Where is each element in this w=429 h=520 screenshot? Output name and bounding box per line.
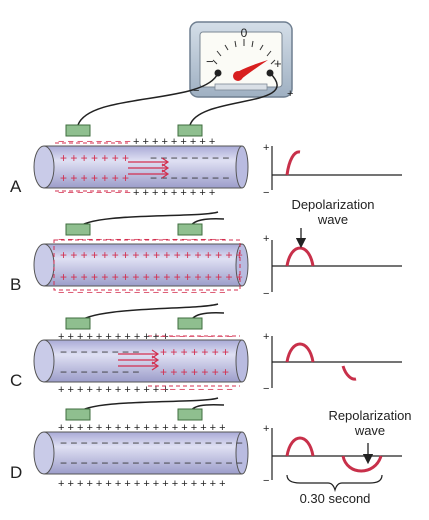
meter-scale — [212, 39, 276, 65]
trace-wave-repolarization — [341, 455, 383, 473]
depolarized-region-outline — [53, 239, 241, 291]
depolarization-label-line1: Depolarization — [291, 197, 375, 212]
fiber-body — [43, 339, 243, 383]
current-flow-arrows — [128, 157, 170, 179]
row-label-d: D — [10, 463, 23, 482]
lead-wire-b — [77, 211, 219, 229]
row-label-c: C — [10, 371, 23, 390]
inner-charge-bottom-positive: + + + + + + + — [60, 171, 129, 185]
inner-charge-top-negative: − − − − − − − − − − − − − − − − − − — [60, 436, 243, 450]
fiber-right-end — [235, 431, 249, 475]
trace-wave-depolarization — [285, 342, 315, 363]
meter-body-plus: + — [287, 88, 293, 100]
trace-wave-repolarization — [341, 365, 357, 381]
galvanometer: 0 − + − + — [189, 21, 293, 100]
inner-charge-bottom-negative: − − − − − − − − − − − − − − − − − − — [60, 456, 243, 470]
electrode-left — [65, 124, 91, 137]
outer-charge-bottom-negative: − − − − − − − − — [160, 384, 233, 396]
fiber-body — [43, 243, 243, 287]
duration-label: 0.30 second — [299, 491, 371, 506]
repolarization-label-line2: wave — [354, 423, 386, 438]
inner-charge-top-positive: + + + + + + + — [160, 345, 229, 359]
depolarized-region-outline — [55, 142, 128, 192]
outer-charge-top-negative: − − − − − − − − − − − − − − − − − − — [58, 234, 226, 246]
inner-charge-bottom-negative: − − − − − − − − — [60, 365, 139, 379]
duration-brace — [286, 474, 383, 493]
row-c: + + + + + + + + + + + + − − − − − − − − … — [33, 303, 402, 396]
meter-base-strip — [214, 83, 268, 91]
row-b: − − − − − − − − − − − − − − − − − − + + … — [33, 211, 402, 300]
electrode-left — [65, 223, 91, 236]
electrode-left — [65, 317, 91, 330]
fiber-left-end — [33, 243, 55, 287]
meter-plus-label: + — [274, 56, 282, 71]
repolarization-label-line1: Repolarization — [328, 408, 412, 423]
lead-wire-positive — [189, 72, 278, 126]
inner-charge-top-positive: + + + + + + + + + + + + + + + + + + — [60, 248, 243, 262]
fiber-right-end — [235, 243, 249, 287]
outer-charge-bottom: + + + + + + + + + + + + — [58, 384, 169, 396]
outer-charge-bottom: + + + + + + + + + — [133, 187, 215, 199]
trace-wave — [285, 246, 315, 267]
repolarization-wave-label: Repolarization wave — [318, 408, 422, 438]
depolarized-region-outline — [148, 335, 240, 387]
trace-plus: + — [263, 142, 269, 154]
row-label-a: A — [10, 177, 22, 196]
meter-pivot — [233, 71, 243, 81]
meter-minus-label: − — [206, 54, 214, 69]
outer-charge-top-negative: − − − − − − − − — [160, 331, 233, 343]
fiber-left-end — [33, 339, 55, 383]
inner-charge-top-negative: − − − − − − − − — [150, 151, 229, 165]
trace-plus: + — [263, 423, 269, 435]
outer-charge-bottom: + + + + + + + + + + + + + + + + + + — [58, 478, 226, 490]
outer-charge-top: + + + + + + + + + — [133, 136, 215, 148]
inner-charge-bottom-positive: + + + + + + + — [160, 365, 229, 379]
trace-wave — [285, 150, 301, 176]
fiber-right-end — [235, 339, 249, 383]
trace-minus: − — [263, 288, 269, 300]
trace-minus: − — [263, 187, 269, 199]
electrode-right — [177, 223, 203, 236]
electrode-right — [177, 317, 203, 330]
fiber-body — [43, 431, 243, 475]
lead-wire-negative — [77, 72, 219, 126]
outer-charge-top: + + + + + + + + + + + + + + + + + + — [58, 422, 226, 434]
row-d: + + + + + + + + + + + + + + + + + + − − … — [33, 397, 402, 493]
trace-plus: + — [263, 233, 269, 245]
fiber-left-end — [33, 431, 55, 475]
inner-charge-top-negative: − − − − − − − − — [60, 345, 139, 359]
inner-charge-top-positive: + + + + + + + — [60, 151, 129, 165]
outer-charge-bottom-negative: − − − − − − − − − − − − − − − − − − — [58, 287, 226, 299]
fiber-left-end — [33, 145, 55, 189]
fiber-right-end — [235, 145, 249, 189]
electrode-right — [177, 408, 203, 421]
trace-minus: − — [263, 475, 269, 487]
depolarization-wave-label: Depolarization wave — [286, 197, 380, 227]
trace-wave-depolarization — [285, 436, 315, 457]
meter-body-minus: − — [193, 85, 199, 97]
depolarization-label-line2: wave — [317, 212, 349, 227]
outer-charge-top: + + + + + + + + + + + + — [58, 331, 169, 343]
meter-zero-label: 0 — [241, 26, 248, 40]
row-a: − − − − − − − − + + + + + + + + + + + + … — [33, 124, 402, 199]
outer-charge-bottom-negative: − − − − − − − − — [58, 187, 131, 199]
inner-charge-bottom-positive: + + + + + + + + + + + + + + + + + + — [60, 270, 243, 284]
electrode-right — [177, 124, 203, 137]
current-flow-arrows — [118, 349, 160, 371]
trace-minus: − — [263, 383, 269, 395]
trace-plus: + — [263, 331, 269, 343]
outer-charge-top-negative: − − − − − − − − — [58, 136, 131, 148]
electrode-left — [65, 408, 91, 421]
row-label-b: B — [10, 275, 22, 294]
inner-charge-bottom-negative: − − − − − − − − — [150, 171, 229, 185]
